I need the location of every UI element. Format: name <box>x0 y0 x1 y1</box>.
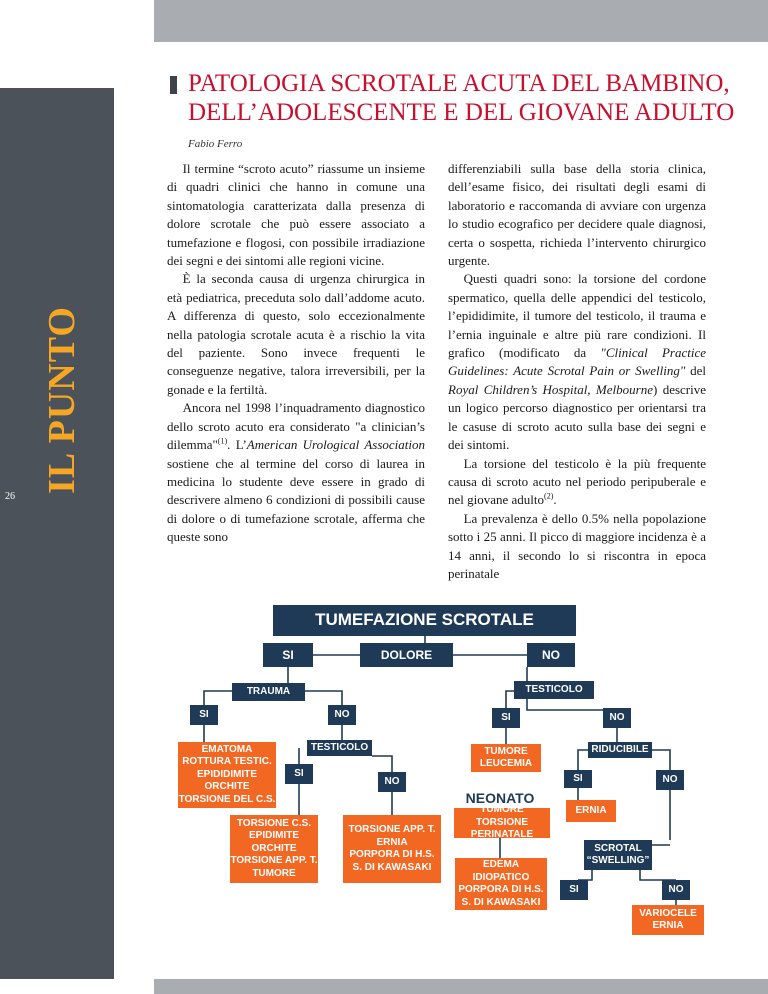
box-line: TORSIONE PERINATALE <box>470 816 534 841</box>
paragraph: La prevalenza è dello 0.5% nella popolaz… <box>448 510 706 581</box>
box-line: TORSIONE APP. T. <box>348 824 436 835</box>
author: Fabio Ferro <box>188 138 243 150</box>
flowchart-si: SI <box>492 708 520 728</box>
box-line: EPIDIDIMITE <box>196 768 257 780</box>
box-line: LEUCEMIA <box>479 758 533 769</box>
flowchart-box-tumore-leucemia: TUMORE LEUCEMIA <box>471 744 541 772</box>
flowchart-box-torsione-cs: TORSIONE C.S. EPIDIMITE ORCHITE TORSIONE… <box>230 815 318 883</box>
title-line-2: DELL’ADOLESCENTE E DEL GIOVANE ADULTO <box>188 99 735 126</box>
title-marker <box>170 76 177 94</box>
flowchart-box-ematoma: EMATOMA ROTTURA TESTIC. EPIDIDIMITE ORCH… <box>178 742 276 808</box>
box-line: ORCHITE <box>204 781 250 793</box>
flowchart-si: SI <box>285 764 313 784</box>
flowchart-box-neonato-tumore: TUMORE TORSIONE PERINATALE <box>454 804 550 840</box>
box-line: TORSIONE DEL C.S. <box>178 793 276 805</box>
flowchart-si: SI <box>560 880 588 900</box>
bottom-bar <box>154 979 768 994</box>
section-label: IL PUNTO <box>41 306 83 494</box>
box-line: ORCHITE <box>251 842 297 854</box>
flowchart-riducibile: RIDUCIBILE <box>588 742 652 758</box>
box-line: EDEMA IDIOPATICO <box>472 859 530 883</box>
flowchart-no: NO <box>328 705 356 725</box>
flowchart-dolore: DOLORE <box>360 643 453 667</box>
flowchart-box-torsione-app: TORSIONE APP. T. ERNIA PORPORA DI H.S. S… <box>343 815 441 883</box>
box-line: TUMORE <box>252 867 296 879</box>
flowchart-testicolo: TESTICOLO <box>307 740 372 756</box>
box-line: TUMORE <box>484 745 528 757</box>
title-line-1: PATOLOGIA SCROTALE ACUTA DEL BAMBINO, <box>188 70 730 97</box>
box-line: “SWELLING” <box>586 855 650 866</box>
flowchart-root: TUMEFAZIONE SCROTALE <box>273 605 576 636</box>
box-line: VARIOCELE <box>639 907 697 919</box>
box-line: TORSIONE C.S. <box>236 817 312 829</box>
box-line: SCROTAL <box>594 842 642 854</box>
column-right: differenziabili sulla base della storia … <box>448 160 706 583</box>
flowchart-box-edema: EDEMA IDIOPATICO PORPORA DI H.S. S. DI K… <box>455 858 547 910</box>
box-line: PORPORA DI H.S. <box>458 884 544 895</box>
paragraph: Ancora nel 1998 l’inquadramento diagnost… <box>167 400 426 545</box>
paragraph: È la seconda causa di urgenza chirurgica… <box>167 271 425 397</box>
flowchart-no: NO <box>527 643 575 667</box>
column-left: Il termine “scroto acuto” riassume un in… <box>167 160 425 547</box>
paragraph: La torsione del testicolo è la più frequ… <box>448 455 706 508</box>
sidebar <box>0 88 114 979</box>
paragraph: Questi quadri sono: la torsione del cord… <box>448 271 706 453</box>
flowchart-no: NO <box>662 880 690 900</box>
flowchart-box-variocele: VARIOCELE ERNIA <box>632 905 704 935</box>
box-line: ROTTURA TESTIC. <box>182 756 272 768</box>
box-line: S. DI KAWASAKI <box>461 896 541 908</box>
box-line: EMATOMA <box>201 743 253 755</box>
box-line: TUMORE <box>480 804 524 816</box>
page-number: 26 <box>5 491 15 502</box>
flowchart-no: NO <box>656 770 684 790</box>
paragraph: differenziabili sulla base della storia … <box>448 161 706 269</box>
box-line: ERNIA <box>376 836 408 848</box>
box-line: S. DI KAWASAKI <box>352 861 432 873</box>
box-line: TORSIONE APP. T. <box>230 855 318 867</box>
flowchart-si: SI <box>564 770 592 788</box>
flowchart-no: NO <box>603 708 631 728</box>
flowchart-neonato: NEONATO <box>465 789 535 806</box>
flowchart-scrotal-swelling: SCROTAL “SWELLING” <box>584 840 652 870</box>
flowchart-box-ernia: ERNIA <box>566 800 616 822</box>
box-line: PORPORA DI H.S. <box>349 849 435 860</box>
article-title: PATOLOGIA SCROTALE ACUTA DEL BAMBINO, DE… <box>188 69 734 127</box>
top-bar-left <box>0 0 154 42</box>
box-line: EPIDIMITE <box>248 830 299 842</box>
flowchart-si: SI <box>190 705 218 725</box>
paragraph: Il termine “scroto acuto” riassume un in… <box>167 161 425 269</box>
box-line: ERNIA <box>652 920 684 931</box>
flowchart-no: NO <box>378 772 406 792</box>
flowchart-si: SI <box>263 643 313 667</box>
flowchart-trauma: TRAUMA <box>232 683 305 701</box>
flowchart-testicolo: TESTICOLO <box>514 681 594 699</box>
top-bar <box>154 0 768 42</box>
